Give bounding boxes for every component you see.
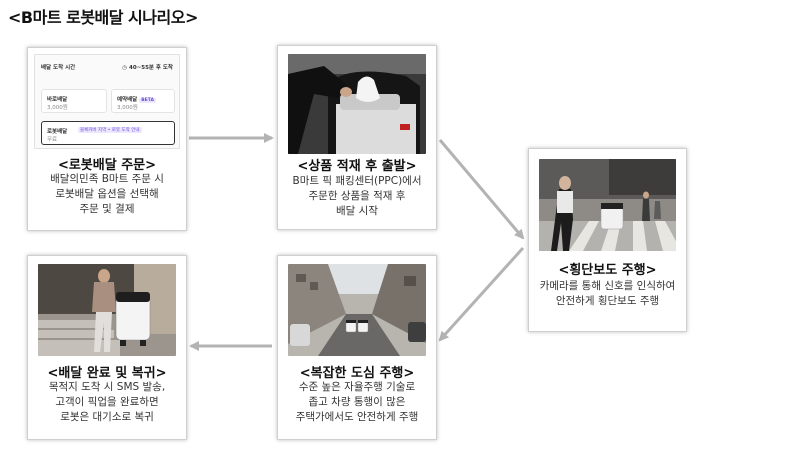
delivery-complete-photo (38, 264, 176, 356)
step-card-complete: <배달 완료 및 복귀> 목적지 도착 시 SMS 발송, 고객이 픽업을 완료… (27, 255, 187, 440)
option-direct: 바로배달 3,000원 (41, 89, 107, 113)
step-card-crosswalk: <횡단보도 주행> 카메라를 통해 신호를 인식하여 안전하게 횡단보도 주행 (528, 148, 687, 332)
step-card-loading: <상품 적재 후 출발> B마트 픽 패킹센터(PPC)에서 주문한 상품을 적… (277, 45, 437, 230)
step-description: 수준 높은 자율주행 기술로 좁고 차량 통행이 많은 주택가에서도 안전하게 … (295, 381, 419, 423)
page-title: <B마트 로봇배달 시나리오> (8, 8, 198, 27)
app-eta: ◷ 40~55분 후 도착 (122, 65, 173, 71)
step-card-city-driving: <복잡한 도심 주행> 수준 높은 자율주행 기술로 좁고 차량 통행이 많은 … (277, 255, 437, 440)
crosswalk-photo (539, 159, 676, 251)
step-description: 목적지 도착 시 SMS 발송, 고객이 픽업을 완료하면 로봇은 대기소로 복… (48, 381, 166, 423)
step-title: <배달 완료 및 복귀> (47, 366, 167, 381)
loading-photo (288, 54, 426, 154)
app-header: 배달 도착 시간 (41, 65, 76, 71)
step-title: <상품 적재 후 출발> (297, 159, 417, 174)
city-street-photo (288, 264, 426, 356)
step-description: 배달의민족 B마트 주문 시 로봇배달 옵션을 선택해 주문 및 결제 (50, 173, 164, 215)
option-robot: 로봇배달 블록커버 지역 • 로봇 도착 안내 무료 (41, 121, 175, 145)
step-description: 카메라를 통해 신호를 인식하여 안전하게 횡단보도 주행 (539, 280, 676, 307)
step-title: <로봇배달 주문> (57, 158, 157, 173)
step-title: <복잡한 도심 주행> (299, 366, 415, 381)
step-title: <횡단보도 주행> (558, 263, 657, 278)
step-description: B마트 픽 패킹센터(PPC)에서 주문한 상품을 적재 후 배달 시작 (292, 175, 422, 217)
arrow-2-to-3 (438, 139, 525, 240)
clock-icon: ◷ (122, 65, 128, 71)
arrow-3-to-4 (438, 246, 525, 342)
